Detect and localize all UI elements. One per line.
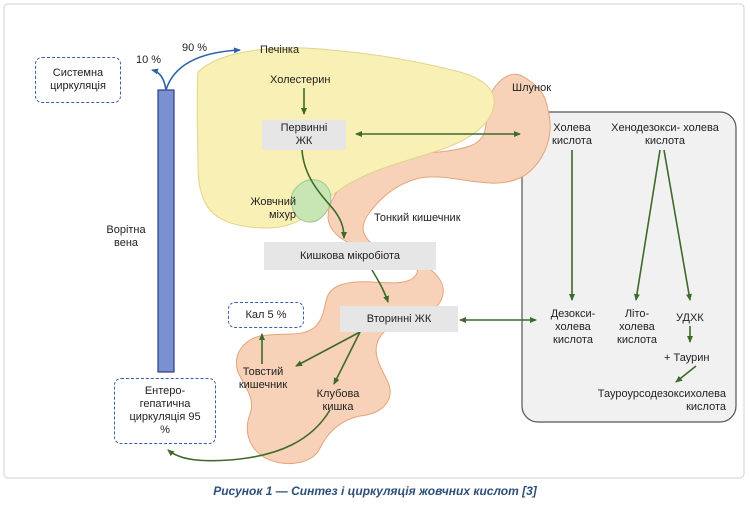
primary-bile-acids-box: Первинні ЖК — [262, 120, 346, 150]
arrow-enterohepatic — [167, 409, 331, 462]
feces-label: Кал 5 % — [245, 308, 287, 321]
deoxycholic-acid-label: Дезокси- холева кислота — [550, 308, 596, 346]
arrow-to-liver — [165, 47, 241, 91]
gallbladder-shape — [290, 179, 332, 223]
portal-vein-label: Ворітна вена — [106, 224, 146, 249]
stomach-label: Шлунок — [512, 82, 552, 94]
systemic-circulation-box: Системна циркуляція — [35, 57, 121, 103]
arrow-cheno-lithocholic — [633, 149, 661, 301]
primary-bile-acids-label: Первинні ЖК — [280, 122, 328, 147]
systemic-circulation-label: Системна циркуляція — [50, 67, 106, 92]
arrow-taurine-tudca — [675, 365, 697, 383]
small-intestine-label: Тонкий кишечник — [374, 212, 461, 224]
feces-box: Кал 5 % — [228, 302, 304, 328]
lithocholic-acid-label: Літо- холева кислота — [617, 308, 657, 346]
metabolism-panel — [521, 111, 737, 423]
liver-label: Печінка — [260, 44, 300, 56]
arrow-secondary-colon — [295, 331, 361, 367]
gallbladder-label: Жовчний міхур — [250, 196, 296, 221]
enterohepatic-label: Ентеро- гепатична циркуляція 95 % — [129, 385, 201, 436]
portal-vein-shape — [157, 89, 175, 373]
pct-10-label: 10 % — [136, 54, 162, 66]
arrow-primary-microbiota — [301, 149, 347, 239]
microbiota-label: Кишкова мікробіота — [299, 249, 401, 262]
taurine-label: + Таурин — [664, 352, 710, 364]
figure-caption: Рисунок 1 — Синтез і циркуляція жовчних … — [213, 484, 537, 498]
tudca-label: Тауроурсодезоксихолева кислота — [597, 388, 726, 413]
cholesterol-label: Холестерин — [270, 74, 331, 86]
colon-label: Товстий кишечник — [238, 366, 288, 391]
microbiota-box: Кишкова мікробіота — [264, 242, 436, 270]
udca-label: УДХК — [676, 312, 704, 324]
secondary-bile-acids-label: Вторинні ЖК — [366, 312, 432, 325]
arrow-microbiota-secondary — [371, 269, 389, 303]
enterohepatic-box: Ентеро- гепатична циркуляція 95 % — [114, 378, 216, 444]
frame-border — [3, 3, 745, 479]
cholic-acid-label: Холева кислота — [552, 122, 592, 147]
arrow-cheno-udca — [663, 149, 692, 301]
chenodeoxycholic-acid-label: Хенодезокси- холева кислота — [611, 122, 719, 147]
arrow-to-systemic — [151, 68, 167, 91]
cecum-label: Клубова кишка — [316, 388, 360, 413]
arrow-secondary-cecum — [333, 331, 361, 385]
pct-90-label: 90 % — [182, 42, 208, 54]
secondary-bile-acids-box: Вторинні ЖК — [340, 306, 458, 332]
